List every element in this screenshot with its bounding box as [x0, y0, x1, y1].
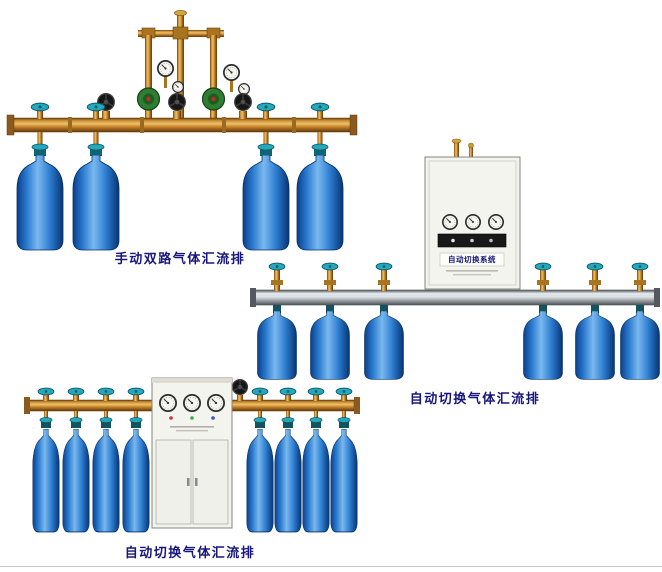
- gas-cylinder: [310, 305, 350, 380]
- teal-handwheel-valve-icon: [127, 387, 145, 401]
- gas-cylinder: [330, 411, 358, 533]
- gas-cylinder: [62, 411, 90, 533]
- tee-fitting: [172, 26, 189, 40]
- cabinet-gauge-icon: [465, 214, 481, 230]
- manifold-connection: [534, 262, 552, 291]
- gas-cylinder: [92, 411, 120, 533]
- gas-cylinder: [16, 132, 64, 251]
- gas-cylinder: [575, 305, 615, 380]
- teal-handwheel-valve-icon: [97, 387, 115, 401]
- bar-end-cap: [654, 288, 660, 307]
- cabinet-label: 自动切换系统: [448, 255, 496, 264]
- header-flange: [349, 114, 358, 136]
- right-pressure-regulator: [201, 87, 226, 120]
- teal-handwheel-valve-icon: [251, 387, 269, 401]
- indicator-light: [211, 416, 215, 420]
- teal-handwheel-valve-icon: [37, 387, 55, 401]
- black-handwheel-valve-icon: [167, 92, 187, 119]
- gas-cylinder: [242, 132, 290, 251]
- gas-cylinder: [246, 411, 274, 533]
- gas-cylinder: [364, 305, 404, 380]
- gas-cylinder: [257, 305, 297, 380]
- left-pressure-regulator: [136, 87, 161, 120]
- cabinet-door: [155, 439, 192, 525]
- caption-manual-dual-manifold: 手动双路气体汇流排: [114, 252, 246, 267]
- indicator-light: [190, 416, 194, 420]
- cabinet-gauge-icon: [159, 394, 177, 412]
- gas-cylinder: [72, 132, 120, 251]
- right-drop-pipe: [210, 35, 217, 93]
- cabinet-gauge-icon: [488, 214, 504, 230]
- pipe-coupling: [222, 117, 226, 133]
- cabinet-gauge-icon: [207, 394, 225, 412]
- gas-cylinder: [620, 305, 660, 380]
- gas-cylinder: [32, 411, 60, 533]
- teal-handwheel-valve-icon: [67, 387, 85, 401]
- teal-handwheel-valve-icon: [279, 387, 297, 401]
- pipe-coupling: [140, 117, 144, 133]
- label-plate: [439, 252, 505, 267]
- indicator-light: [169, 416, 173, 420]
- door-handle: [195, 478, 198, 486]
- teal-handwheel-valve-icon: [256, 102, 276, 119]
- manifold-connection: [321, 262, 339, 291]
- gas-cylinder: [523, 305, 563, 380]
- cabinet-door: [192, 439, 229, 525]
- pipe-coupling: [292, 117, 296, 133]
- teal-handwheel-valve-icon: [307, 387, 325, 401]
- caption-auto-switch-manifold-right: 自动切换气体汇流排: [409, 392, 541, 407]
- bottom-divider: [0, 566, 662, 567]
- manifold-bar: [253, 289, 657, 306]
- gas-cylinder: [274, 411, 302, 533]
- cabinet-gauge-icon: [183, 394, 201, 412]
- header-flange: [6, 114, 15, 136]
- black-handwheel-valve-icon: [231, 378, 249, 401]
- pressure-gauge-icon: [157, 60, 174, 88]
- left-drop-pipe: [145, 35, 152, 93]
- control-cabinet: [151, 377, 233, 529]
- caption-auto-switch-manifold-bottom: 自动切换气体汇流排: [124, 546, 256, 561]
- auto-switch-manifold-bottom-illustration: [24, 377, 360, 533]
- manual-dual-manifold-illustration: [6, 10, 358, 251]
- teal-handwheel-valve-icon: [335, 387, 353, 401]
- header-flange: [354, 397, 360, 414]
- manifold-bar-highlight: [254, 292, 656, 296]
- header-flange: [24, 397, 30, 414]
- black-handwheel-valve-icon: [233, 92, 253, 119]
- teal-handwheel-valve-icon: [310, 102, 330, 119]
- manifold-connection: [375, 262, 393, 291]
- gas-cylinder: [296, 132, 344, 251]
- center-riser-pipe: [177, 22, 184, 122]
- black-handwheel-valve-icon: [96, 92, 116, 119]
- manifold-connection: [586, 262, 604, 291]
- control-cabinet: [424, 138, 521, 290]
- pressure-gauge-icon: [223, 64, 240, 92]
- manifold-connection: [268, 262, 286, 291]
- gas-cylinder: [122, 411, 150, 533]
- bar-end-cap: [250, 288, 256, 307]
- teal-handwheel-valve-icon: [30, 102, 50, 119]
- manifold-connection: [631, 262, 649, 291]
- teal-handwheel-valve-icon: [86, 102, 106, 119]
- pipe-coupling: [68, 117, 72, 133]
- top-inlet-valve-icon: [174, 10, 187, 26]
- door-handle: [187, 478, 190, 486]
- cabinet-gauge-icon: [442, 214, 458, 230]
- gas-cylinder: [302, 411, 330, 533]
- auto-switch-manifold-illustration: [250, 138, 660, 380]
